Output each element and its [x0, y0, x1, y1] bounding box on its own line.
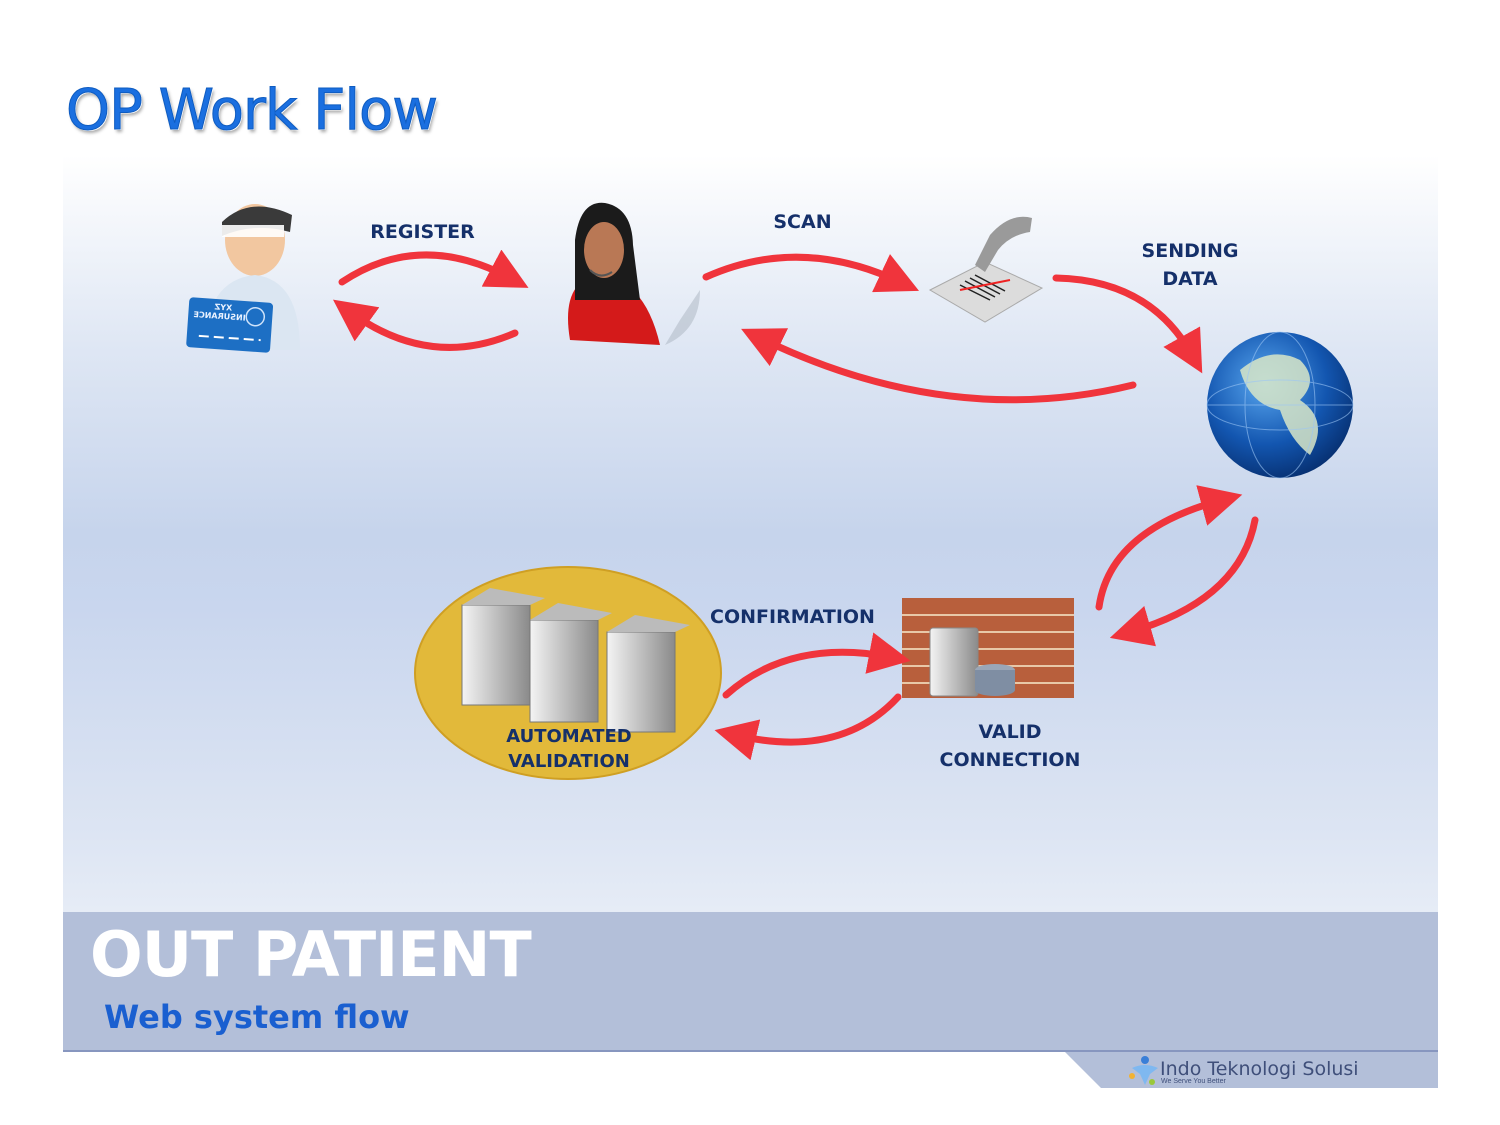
label-confirmation: CONFIRMATION	[710, 606, 875, 628]
label-automated-validation: AUTOMATED VALIDATION	[495, 724, 643, 774]
barcode-scanner-icon	[928, 216, 1044, 323]
receptionist-icon	[568, 202, 700, 345]
arrow-sending-data	[1052, 274, 1203, 374]
label-sending-data: SENDING DATA	[1130, 237, 1250, 293]
arrow-globe-back	[741, 328, 1137, 404]
company-name: Indo Teknologi Solusi	[1160, 1058, 1359, 1080]
label-scan: SCAN	[773, 211, 832, 233]
label-line: VALID	[978, 721, 1042, 743]
arrow-confirmation-forward	[722, 632, 911, 699]
company-tagline: We Serve You Better	[1161, 1078, 1226, 1085]
globe-icon	[1206, 331, 1354, 479]
label-line: CONNECTION	[939, 749, 1081, 771]
arrow-scan	[702, 253, 920, 293]
label-line: VALIDATION	[508, 751, 630, 772]
label-line: DATA	[1162, 268, 1218, 290]
insurance-card-text: XYZ INSURANCE	[193, 302, 246, 323]
arrow-confirmation-back	[714, 693, 902, 761]
page-title: OP Work Flow	[65, 78, 438, 144]
arrow-register-back	[332, 299, 519, 351]
firewall-server-icon	[902, 598, 1074, 698]
section-band	[63, 912, 1438, 1052]
arrow-connection-down	[1109, 516, 1259, 647]
arrow-connection-up	[1095, 485, 1243, 611]
validation-servers-icon	[414, 566, 722, 780]
arrow-register-forward	[338, 249, 529, 288]
footer-band	[1065, 1052, 1438, 1088]
label-valid-connection: VALID CONNECTION	[935, 718, 1085, 774]
label-line: AUTOMATED	[506, 726, 632, 747]
section-subtitle: Web system flow	[104, 998, 410, 1036]
diagram-canvas	[63, 155, 1438, 912]
label-register: REGISTER	[370, 221, 475, 243]
patient-icon	[186, 204, 300, 353]
label-line: SENDING	[1141, 240, 1239, 262]
section-title: OUT PATIENT	[90, 918, 532, 991]
